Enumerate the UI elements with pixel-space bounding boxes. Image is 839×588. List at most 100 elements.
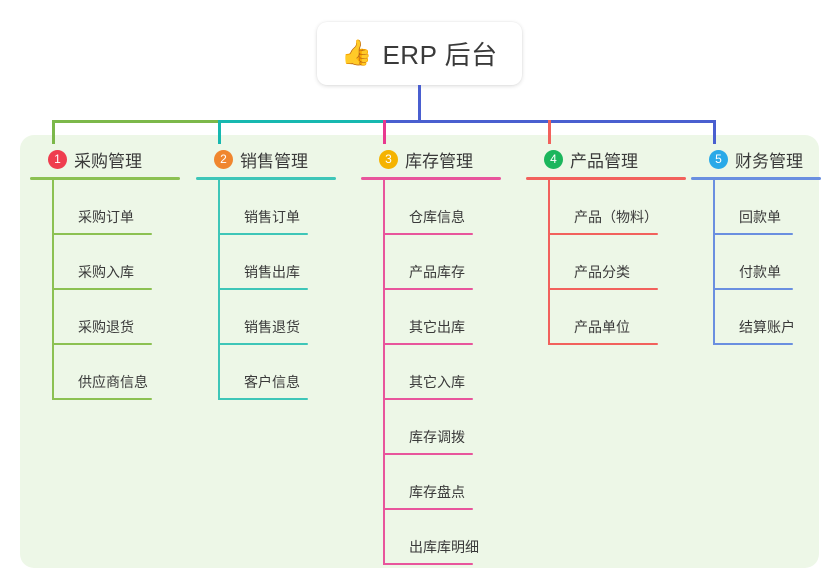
leaf-underline: [218, 343, 308, 345]
leaf-underline: [218, 288, 308, 290]
branch-drop-connector: [218, 120, 221, 144]
thumbs-up-icon: 👍: [341, 39, 373, 67]
leaf-node-label: 回款单: [739, 209, 781, 225]
leaf-node[interactable]: 销售退货: [218, 290, 336, 345]
leaf-underline: [383, 563, 473, 565]
branch-number-badge: 5: [709, 149, 728, 169]
leaf-spine: [52, 180, 54, 400]
leaf-node[interactable]: 库存调拨: [383, 400, 501, 455]
branch-underline: [196, 177, 336, 180]
leaf-node[interactable]: 结算账户: [713, 290, 821, 345]
leaf-underline: [52, 288, 152, 290]
leaf-underline: [52, 233, 152, 235]
leaf-node[interactable]: 产品库存: [383, 235, 501, 290]
branch-underline: [691, 177, 821, 180]
leaf-node-label: 结算账户: [739, 319, 795, 335]
leaf-node-label: 客户信息: [244, 374, 300, 390]
leaf-node-label: 销售退货: [244, 319, 300, 335]
leaf-node-label: 库存盘点: [409, 484, 465, 500]
leaf-node[interactable]: 供应商信息: [52, 345, 180, 400]
bus-segment-1: [52, 120, 221, 123]
leaf-node-label: 其它入库: [409, 374, 465, 390]
branch-title: 销售管理: [240, 151, 308, 171]
bus-segment-2: [218, 120, 386, 123]
leaf-node[interactable]: 回款单: [713, 180, 821, 235]
leaf-node-label: 采购订单: [78, 209, 134, 225]
branch-number-badge: 2: [214, 149, 233, 169]
branch-title: 库存管理: [405, 151, 473, 171]
leaf-spine: [383, 180, 385, 565]
leaf-list: 仓库信息产品库存其它出库其它入库库存调拨库存盘点出库库明细: [383, 180, 501, 565]
branch-number-badge: 3: [379, 149, 398, 169]
leaf-node[interactable]: 产品（物料）: [548, 180, 686, 235]
leaf-node[interactable]: 采购入库: [52, 235, 180, 290]
leaf-underline: [383, 508, 473, 510]
leaf-node-label: 采购入库: [78, 264, 134, 280]
leaf-underline: [383, 343, 473, 345]
leaf-node-label: 出库库明细: [409, 539, 479, 555]
branch-underline: [526, 177, 686, 180]
leaf-list: 产品（物料） 产品分类产品单位: [548, 180, 686, 345]
leaf-node-label: 产品（物料）: [574, 209, 658, 225]
leaf-underline: [548, 343, 658, 345]
branch-header[interactable]: 2 销售管理: [196, 146, 336, 172]
branch-drop-connector: [52, 120, 55, 144]
leaf-node-label: 产品单位: [574, 319, 630, 335]
leaf-node[interactable]: 销售出库: [218, 235, 336, 290]
leaf-node[interactable]: 其它出库: [383, 290, 501, 345]
branch-column: 5 财务管理回款单付款单结算账户: [691, 146, 821, 345]
leaf-underline: [52, 398, 152, 400]
root-stem-connector: [418, 85, 421, 123]
leaf-spine: [218, 180, 220, 400]
branch-column: 2 销售管理销售订单销售出库销售退货客户信息: [196, 146, 336, 400]
leaf-node[interactable]: 付款单: [713, 235, 821, 290]
leaf-underline: [383, 288, 473, 290]
branch-underline: [361, 177, 501, 180]
leaf-node[interactable]: 客户信息: [218, 345, 336, 400]
leaf-node-label: 销售订单: [244, 209, 300, 225]
leaf-spine: [713, 180, 715, 345]
leaf-node-label: 采购退货: [78, 319, 134, 335]
leaf-node[interactable]: 产品单位: [548, 290, 686, 345]
leaf-underline: [218, 233, 308, 235]
branch-drop-connector: [548, 120, 551, 144]
leaf-node[interactable]: 库存盘点: [383, 455, 501, 510]
leaf-list: 回款单付款单结算账户: [713, 180, 821, 345]
leaf-node-label: 销售出库: [244, 264, 300, 280]
branch-drop-connector: [713, 120, 716, 144]
root-node-label: ERP 后台: [382, 40, 498, 70]
leaf-underline: [52, 343, 152, 345]
leaf-underline: [383, 233, 473, 235]
leaf-node[interactable]: 仓库信息: [383, 180, 501, 235]
branch-title: 财务管理: [735, 151, 803, 171]
branch-underline: [30, 177, 180, 180]
leaf-underline: [383, 398, 473, 400]
leaf-underline: [383, 453, 473, 455]
branch-header[interactable]: 3 库存管理: [361, 146, 501, 172]
leaf-node[interactable]: 销售订单: [218, 180, 336, 235]
leaf-node[interactable]: 采购订单: [52, 180, 180, 235]
leaf-node-label: 其它出库: [409, 319, 465, 335]
branches-background-panel: [20, 135, 819, 568]
leaf-list: 销售订单销售出库销售退货客户信息: [218, 180, 336, 400]
root-node[interactable]: 👍 ERP 后台: [317, 22, 522, 85]
leaf-underline: [713, 343, 793, 345]
leaf-node-label: 产品分类: [574, 264, 630, 280]
leaf-underline: [548, 233, 658, 235]
leaf-node-label: 供应商信息: [78, 374, 148, 390]
leaf-node-label: 产品库存: [409, 264, 465, 280]
leaf-underline: [548, 288, 658, 290]
leaf-underline: [713, 233, 793, 235]
leaf-node-label: 付款单: [739, 264, 781, 280]
branch-number-badge: 1: [48, 149, 67, 169]
leaf-node[interactable]: 出库库明细: [383, 510, 501, 565]
branch-header[interactable]: 5 财务管理: [691, 146, 821, 172]
leaf-node[interactable]: 其它入库: [383, 345, 501, 400]
leaf-node[interactable]: 产品分类: [548, 235, 686, 290]
leaf-node[interactable]: 采购退货: [52, 290, 180, 345]
